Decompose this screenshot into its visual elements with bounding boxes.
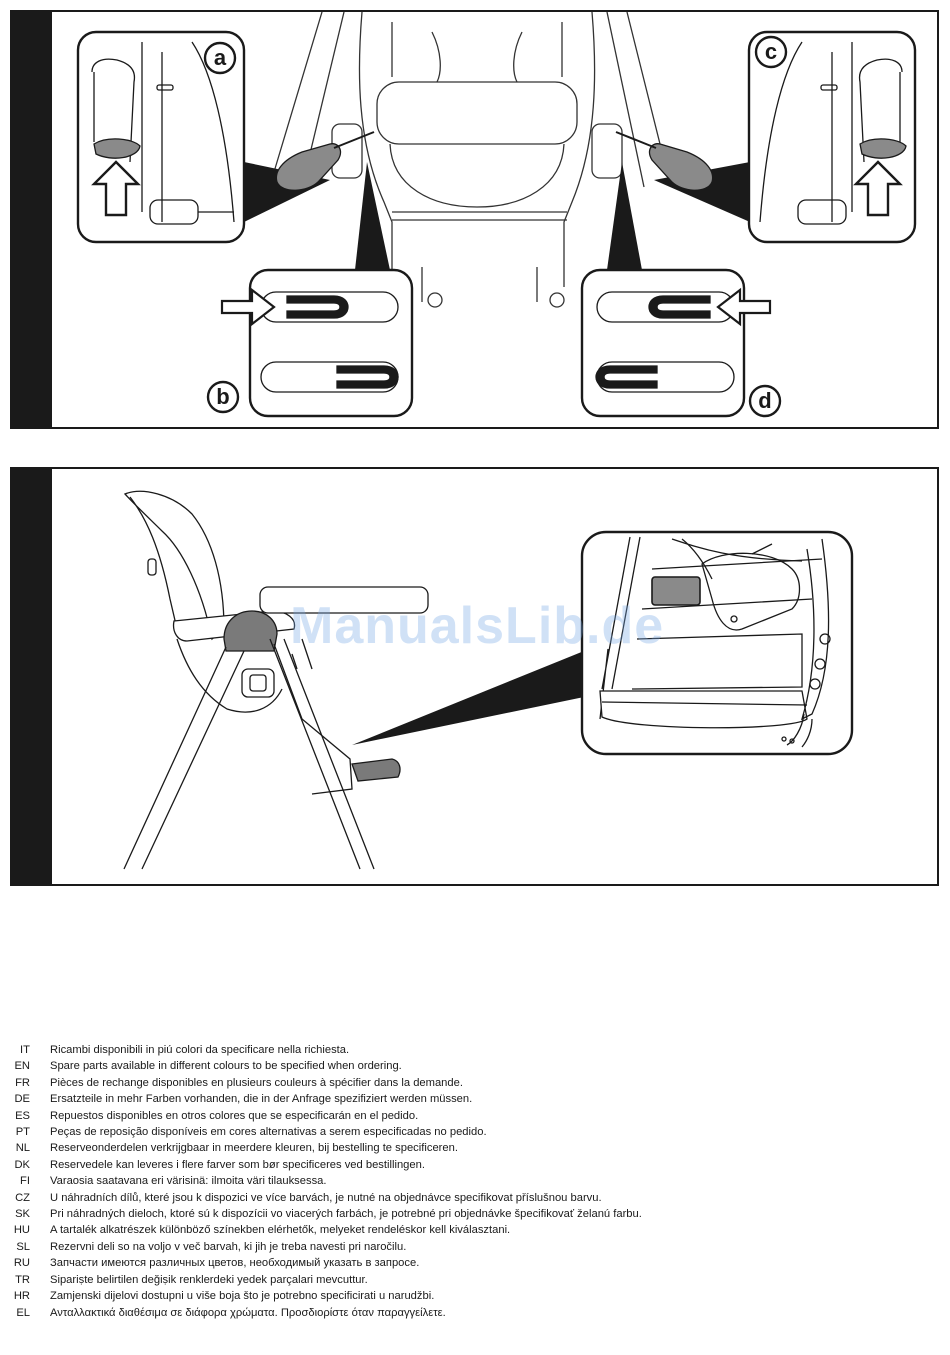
panel-2-side-bar: [12, 469, 52, 884]
note-lang: PT: [15, 1126, 30, 1139]
note-row: SK Pri náhradných dieloch, ktoré sú k dis…: [8, 1206, 928, 1222]
screwdriver-left: [275, 131, 375, 191]
note-lang: FI: [20, 1175, 30, 1188]
note-text: Spare parts available in different colou…: [50, 1060, 402, 1073]
note-row: SL Rezervni deli so na voljo v več barvah…: [8, 1239, 928, 1255]
note-row: ES Repuestos disponibles en otros colores…: [8, 1108, 928, 1124]
note-lang: HR: [13, 1290, 30, 1303]
note-text: U náhradních dílů, které jsou k dispozic…: [50, 1191, 602, 1204]
watermark: ManualsLib.de: [290, 597, 665, 655]
callout-c-circle: [754, 35, 788, 69]
detail-footrest: [580, 530, 854, 756]
note-text: Zamjenski dijelovi dostupni u više boja …: [50, 1290, 435, 1303]
note-text: Ersatzteile in mehr Farben vorhanden, di…: [50, 1093, 473, 1106]
note-row: FI Varaosia saatavana eri värisinä: ilmoi…: [8, 1173, 928, 1189]
note-lang: HU: [13, 1224, 30, 1237]
note-text: A tartalék alkatrészek különböző színekb…: [50, 1224, 511, 1237]
note-lang: FR: [15, 1076, 30, 1089]
note-lang: EN: [14, 1060, 30, 1073]
note-row: FR Pièces de rechange disponibles en plus…: [8, 1075, 928, 1091]
callout-d-circle: [748, 384, 782, 418]
note-text: Sipariṣte belirtilen değiṣik renklerdeki…: [50, 1273, 368, 1286]
note-text: Запчасти имеются различных цветов, необх…: [50, 1257, 420, 1270]
detail-c: [747, 30, 917, 244]
note-row: HU A tartalék alkatrészek különböző színe…: [8, 1222, 928, 1238]
note-lang: TR: [15, 1273, 30, 1286]
note-text: Varaosia saatavana eri värisinä: ilmoita…: [50, 1175, 327, 1188]
note-text: Reservedele kan leveres i flere farver s…: [50, 1158, 425, 1171]
note-text: Pièces de rechange disponibles en plusie…: [50, 1076, 463, 1089]
detail-b: [220, 268, 414, 418]
note-row: EL Ανταλλακτικά διαθέσιμα σε διάφορα χρώμ…: [8, 1305, 928, 1321]
note-lang: DE: [14, 1093, 30, 1106]
note-row: CZ U náhradních dílů, které jsou k dispoz…: [8, 1190, 928, 1206]
callout-a-label: a: [214, 45, 227, 70]
note-row: PT Peças de reposição disponíveis em core…: [8, 1124, 928, 1140]
callout-c-label: c: [765, 39, 777, 64]
figure-panel-2: [10, 467, 939, 886]
note-row: DK Reservedele kan leveres i flere farver…: [8, 1157, 928, 1173]
callout-b-label: b: [216, 384, 229, 409]
callout-d-label: d: [758, 388, 771, 413]
note-lang: EL: [16, 1306, 30, 1319]
note-lang: IT: [20, 1044, 30, 1056]
note-text: Ανταλλακτικά διαθέσιμα σε διάφορα χρώματ…: [50, 1306, 446, 1319]
note-text: Ricambi disponibili in piú colori da spe…: [50, 1044, 350, 1056]
detail-a: [76, 30, 246, 244]
note-row: DE Ersatzteile in mehr Farben vorhanden, …: [8, 1091, 928, 1107]
note-text: Peças de reposição disponíveis em cores …: [50, 1126, 487, 1139]
screwdriver-right: [615, 131, 714, 191]
pointer-wedge-footrest: [352, 651, 584, 745]
note-row: IT Ricambi disponibili in piú colori da s…: [8, 1042, 928, 1058]
note-text: Reserveonderdelen verkrijgbaar in meerde…: [50, 1142, 458, 1155]
note-lang: SL: [16, 1240, 30, 1253]
figure-2-drawing: [123, 490, 854, 870]
note-lang: NL: [15, 1142, 30, 1155]
callout-b-circle: [206, 380, 240, 414]
figure-1-drawing: a c b: [76, 12, 917, 418]
spare-parts-notes: IT Ricambi disponibili in piú colori da s…: [8, 1042, 928, 1321]
panel-1-side-bar: [12, 12, 52, 427]
note-lang: CZ: [15, 1191, 30, 1204]
detail-d: [580, 268, 772, 418]
note-lang: SK: [15, 1208, 30, 1221]
note-row: HR Zamjenski dijelovi dostupni u više boj…: [8, 1288, 928, 1304]
figure-panel-1: a c b: [10, 10, 939, 429]
note-lang: DK: [14, 1158, 30, 1171]
callout-a-circle: [203, 41, 237, 75]
note-text: Pri náhradných dieloch, ktoré sú k dispo…: [50, 1208, 642, 1221]
high-chair-side-view: [123, 490, 429, 870]
note-lang: RU: [13, 1257, 30, 1270]
note-row: NL Reserveonderdelen verkrijgbaar in meer…: [8, 1140, 928, 1156]
note-text: Repuestos disponibles en otros colores q…: [50, 1109, 419, 1122]
note-row: EN Spare parts available in different col…: [8, 1058, 928, 1074]
note-lang: ES: [15, 1109, 30, 1122]
note-text: Rezervni deli so na voljo v več barvah, …: [50, 1240, 407, 1253]
note-row: TR Sipariṣte belirtilen değiṣik renklerde…: [8, 1272, 928, 1288]
note-row: RU Запчасти имеются различных цветов, нео…: [8, 1255, 928, 1271]
